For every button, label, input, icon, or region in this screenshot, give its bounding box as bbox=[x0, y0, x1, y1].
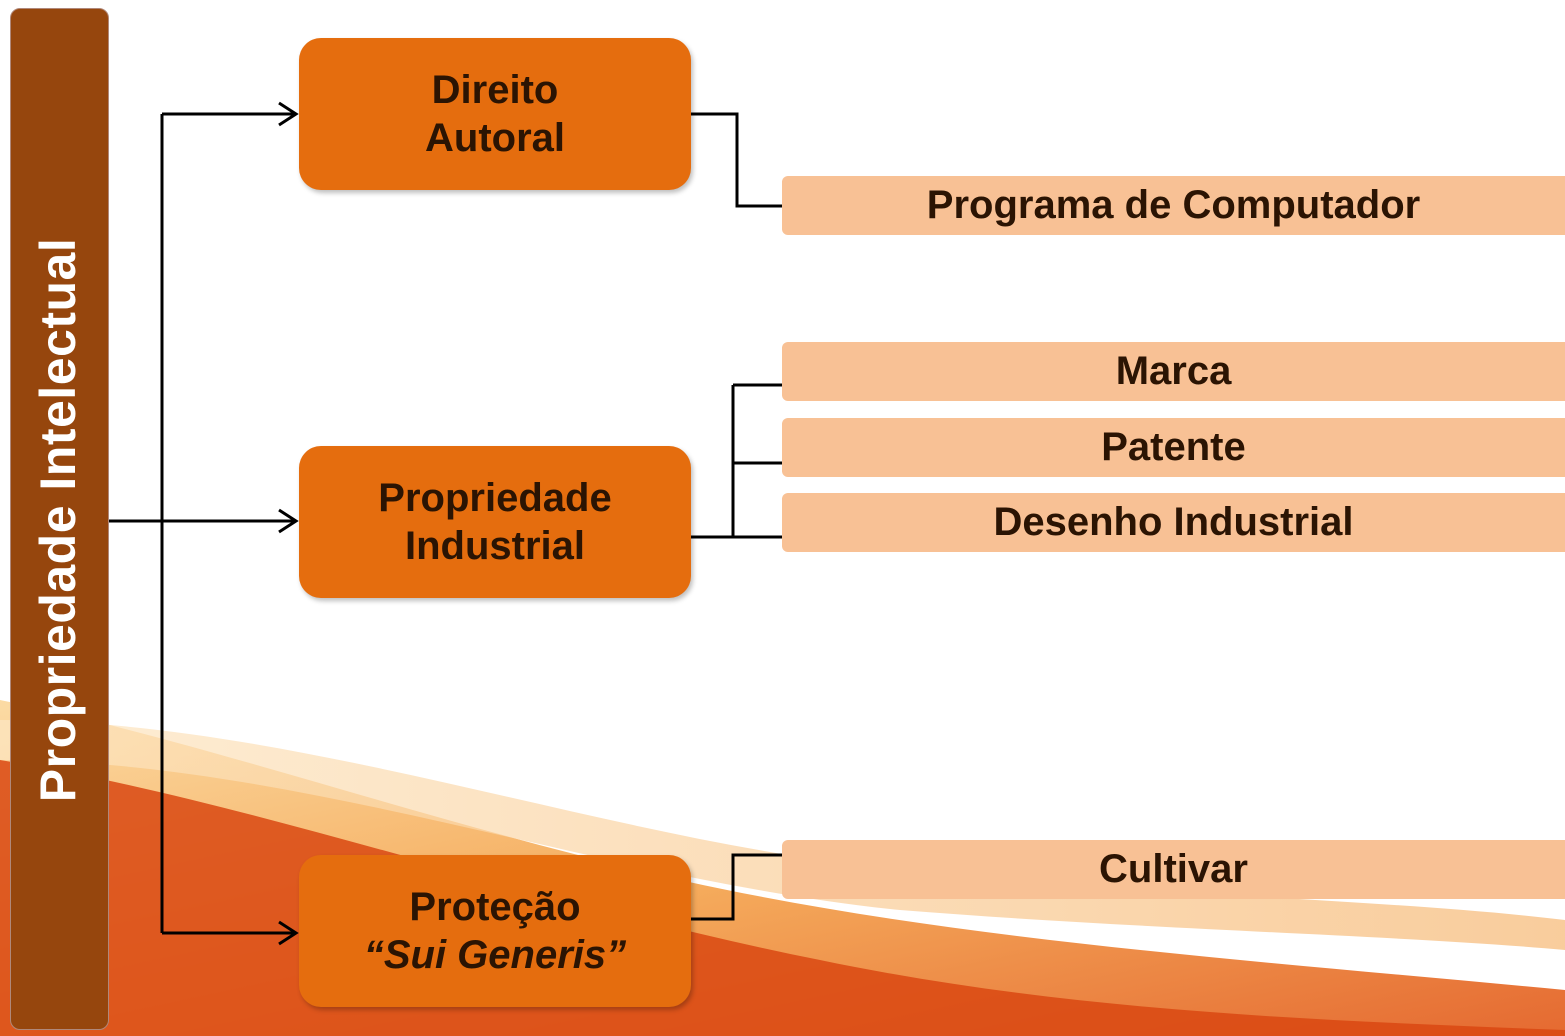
node-suigeneris-line1: Proteção bbox=[409, 885, 581, 929]
arrowhead-suigeneris bbox=[278, 920, 299, 946]
arrowhead-direito bbox=[278, 101, 299, 127]
node-direito-line2: Autoral bbox=[425, 116, 565, 160]
leaf-marca: Marca bbox=[782, 342, 1565, 401]
node-industrial-line1: Propriedade bbox=[378, 476, 612, 520]
leaf-cultivar: Cultivar bbox=[782, 840, 1565, 899]
leaf-patente: Patente bbox=[782, 418, 1565, 477]
node-protecao-sui-generis: Proteção “Sui Generis” bbox=[299, 855, 691, 1007]
node-propriedade-industrial: Propriedade Industrial bbox=[299, 446, 691, 598]
leaf-desenho-industrial: Desenho Industrial bbox=[782, 493, 1565, 552]
node-direito-autoral: Direito Autoral bbox=[299, 38, 691, 190]
root-label: Propriedade Intelectual bbox=[30, 237, 86, 803]
node-direito-line1: Direito bbox=[431, 68, 559, 112]
node-suigeneris-line2: “Sui Generis” bbox=[363, 933, 627, 977]
node-industrial-line2: Industrial bbox=[404, 524, 586, 568]
leaf-programa-de-computador: Programa de Computador bbox=[782, 176, 1565, 235]
arrowhead-industrial bbox=[278, 508, 299, 534]
connector-cultivar bbox=[681, 853, 782, 921]
root-bar bbox=[10, 8, 109, 1030]
connector-programa bbox=[691, 112, 782, 208]
